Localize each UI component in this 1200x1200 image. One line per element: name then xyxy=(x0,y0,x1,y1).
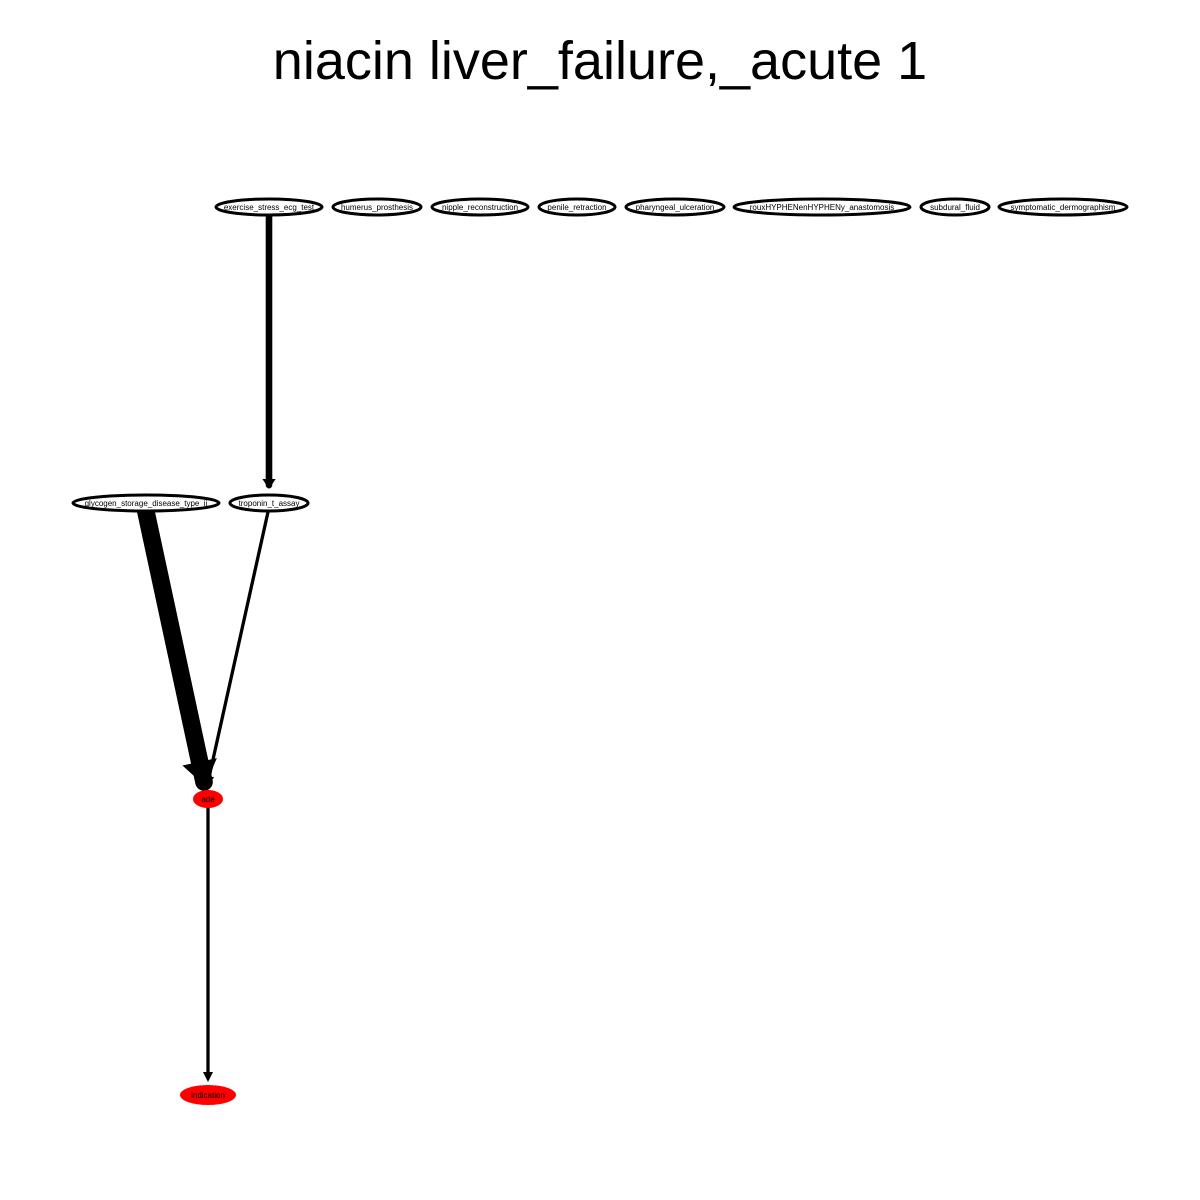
diagram-title: niacin liver_failure,_acute 1 xyxy=(272,31,928,91)
node-shape-rouxHYPHENenHYPHENy_anastomosis xyxy=(732,197,912,217)
node-shape-troponin_t_assay xyxy=(228,493,310,513)
node-label-rouxHYPHENenHYPHENy_anastomosis: rouxHYPHENenHYPHENy_anastomosis xyxy=(750,203,895,212)
node-pharyngeal_ulceration[interactable]: pharyngeal_ulceration xyxy=(624,197,726,217)
node-shape-penile_retraction xyxy=(537,197,617,217)
node-humerus_prosthesis[interactable]: humerus_prosthesis xyxy=(331,197,423,217)
node-label-ade: ade xyxy=(201,795,215,804)
edge-glycogen_storage_disease_type_ii-to-ade xyxy=(137,503,213,791)
arrowhead-glycogen_storage_disease_type_ii-to-ade xyxy=(182,758,217,786)
node-label-nipple_reconstruction: nipple_reconstruction xyxy=(442,203,518,212)
arrowhead-exercise_stress_ecg_test-to-troponin_t_assay xyxy=(262,479,276,489)
node-nipple_reconstruction[interactable]: nipple_reconstruction xyxy=(430,197,530,217)
node-symptomatic_dermographism[interactable]: symptomatic_dermographism xyxy=(997,197,1129,217)
node-glycogen_storage_disease_type_ii[interactable]: glycogen_storage_disease_type_ii xyxy=(71,493,221,513)
node-penile_retraction[interactable]: penile_retraction xyxy=(537,197,617,217)
node-indication[interactable]: indication xyxy=(180,1085,236,1105)
edge-layer xyxy=(137,211,276,1082)
node-shape-ade xyxy=(193,790,223,808)
node-label-penile_retraction: penile_retraction xyxy=(547,203,606,212)
node-exercise_stress_ecg_test[interactable]: exercise_stress_ecg_test xyxy=(214,197,324,217)
node-label-indication: indication xyxy=(191,1091,225,1100)
node-shape-symptomatic_dermographism xyxy=(997,197,1129,217)
node-shape-humerus_prosthesis xyxy=(331,197,423,217)
node-shape-glycogen_storage_disease_type_ii xyxy=(71,493,221,513)
node-subdural_fluid[interactable]: subdural_fluid xyxy=(919,197,991,217)
arrowhead-ade-to-indication xyxy=(203,1072,213,1082)
node-shape-pharyngeal_ulceration xyxy=(624,197,726,217)
node-shape-nipple_reconstruction xyxy=(430,197,530,217)
arrowhead-troponin_t_assay-to-ade xyxy=(204,775,215,786)
node-label-exercise_stress_ecg_test: exercise_stress_ecg_test xyxy=(224,203,315,212)
edge-troponin_t_assay-to-ade xyxy=(206,510,270,784)
node-label-subdural_fluid: subdural_fluid xyxy=(930,203,980,212)
node-shape-indication xyxy=(180,1085,236,1105)
node-label-symptomatic_dermographism: symptomatic_dermographism xyxy=(1011,203,1116,212)
node-label-troponin_t_assay: troponin_t_assay xyxy=(239,499,300,508)
node-troponin_t_assay[interactable]: troponin_t_assay xyxy=(228,493,310,513)
node-label-glycogen_storage_disease_type_ii: glycogen_storage_disease_type_ii xyxy=(85,499,208,508)
node-label-pharyngeal_ulceration: pharyngeal_ulceration xyxy=(636,203,715,212)
node-shape-exercise_stress_ecg_test xyxy=(214,197,324,217)
node-layer: exercise_stress_ecg_test humerus_prosthes… xyxy=(71,197,1129,1105)
node-label-humerus_prosthesis: humerus_prosthesis xyxy=(341,203,413,212)
node-shape-subdural_fluid xyxy=(919,197,991,217)
node-rouxHYPHENenHYPHENy_anastomosis[interactable]: rouxHYPHENenHYPHENy_anastomosis xyxy=(732,197,912,217)
node-ade[interactable]: ade xyxy=(193,790,223,808)
